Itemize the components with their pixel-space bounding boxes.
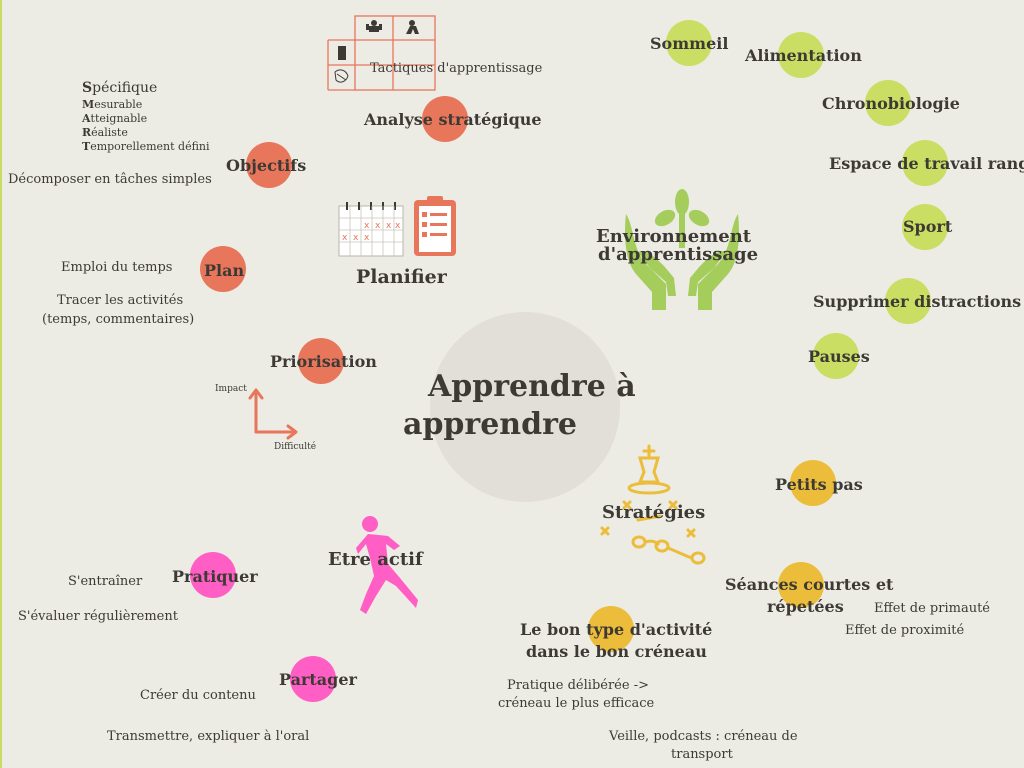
espace-circle — [902, 140, 948, 186]
entrainer-text: S'entraîner — [68, 574, 143, 589]
alimentation-circle — [778, 32, 824, 78]
seances-circle — [778, 562, 824, 608]
sport-circle — [902, 204, 948, 250]
transmettre-text: Transmettre, expliquer à l'oral — [107, 729, 310, 744]
effet-primaute: Effet de primauté — [874, 601, 990, 616]
chess-strategy-icon — [600, 444, 706, 565]
center-title-line1: Apprendre à — [428, 369, 636, 404]
svg-text:x: x — [364, 221, 370, 231]
petits-pas-circle — [790, 460, 836, 506]
pratique-line1: Pratique délibérée -> — [507, 678, 649, 693]
pauses-circle — [813, 333, 859, 379]
evaluer-text: S'évaluer régulièrement — [18, 609, 178, 624]
smart-item-m: Mesurable — [82, 98, 143, 111]
distractions-label: Supprimer distractions — [813, 292, 1022, 311]
tracer-line1: Tracer les activités — [57, 293, 184, 308]
pauses-label: Pauses — [808, 347, 870, 366]
hands-plant-icon — [625, 189, 739, 310]
objectifs-circle — [246, 142, 292, 188]
priorisation-label: Priorisation — [270, 352, 377, 371]
strategy-grid-icon — [327, 15, 436, 91]
smart-item-r: Réaliste — [82, 126, 128, 139]
bon-type-circle — [588, 606, 634, 652]
decomposer-text: Décomposer en tâches simples — [8, 172, 212, 187]
espace-label: Espace de travail rangé — [829, 154, 1024, 173]
seances-line2: répetées — [767, 597, 844, 616]
analyse-label: Analyse stratégique — [364, 110, 542, 129]
center-circle — [430, 312, 620, 502]
plan-label: Plan — [204, 261, 245, 280]
emploi-text: Emploi du temps — [61, 260, 173, 275]
center-title-line2: apprendre — [403, 407, 577, 442]
pratiquer-circle — [190, 552, 236, 598]
strategies-title: Stratégies — [602, 502, 706, 523]
seances-line1: Séances courtes et — [725, 575, 894, 594]
petits-pas-label: Petits pas — [775, 475, 863, 494]
tracer-line2: (temps, commentaires) — [42, 312, 195, 327]
svg-text:x: x — [386, 221, 392, 231]
veille-line1: Veille, podcasts : créneau de — [609, 729, 798, 744]
svg-text:x: x — [353, 233, 359, 243]
svg-text:x: x — [375, 221, 381, 231]
pratiquer-label: Pratiquer — [172, 567, 258, 586]
partager-circle — [290, 656, 336, 702]
axes-arrow-icon — [248, 388, 298, 440]
difficulte-label: Difficulté — [274, 442, 317, 452]
bon-type-line1: Le bon type d'activité — [520, 620, 713, 639]
smart-item-s: Spécifique — [82, 80, 158, 96]
smart-item-t: Temporellement défini — [82, 140, 210, 153]
environnement-title-line1: Environnement — [596, 226, 752, 247]
effet-proximite: Effet de proximité — [845, 623, 965, 638]
etre-actif-title: Etre actif — [328, 549, 423, 570]
priorisation-circle — [298, 338, 344, 384]
smart-item-a: Atteignable — [82, 112, 148, 125]
alimentation-label: Alimentation — [745, 46, 862, 65]
chronobiologie-circle — [865, 80, 911, 126]
svg-text:x: x — [364, 233, 370, 243]
runner-icon — [356, 516, 418, 614]
svg-text:x: x — [342, 233, 348, 243]
clipboard-icon — [414, 196, 456, 256]
chronobiologie-label: Chronobiologie — [822, 94, 960, 113]
impact-label: Impact — [215, 384, 247, 394]
bon-type-line2: dans le bon créneau — [526, 642, 707, 661]
partager-label: Partager — [279, 670, 357, 689]
plan-circle — [200, 246, 246, 292]
pratique-line2: créneau le plus efficace — [498, 696, 655, 711]
sommeil-circle — [666, 20, 712, 66]
sommeil-label: Sommeil — [650, 34, 729, 53]
sport-label: Sport — [903, 217, 953, 236]
distractions-circle — [885, 278, 931, 324]
svg-text:x: x — [395, 221, 401, 231]
tactiques-label: Tactiques d'apprentissage — [370, 61, 543, 76]
creer-text: Créer du contenu — [140, 688, 256, 703]
environnement-title-line2: d'apprentissage — [598, 244, 759, 265]
planifier-title: Planifier — [356, 266, 447, 288]
objectifs-label: Objectifs — [226, 156, 307, 175]
veille-line2: transport — [671, 747, 733, 762]
left-edge-line — [0, 0, 2, 768]
analyse-circle — [422, 96, 468, 142]
